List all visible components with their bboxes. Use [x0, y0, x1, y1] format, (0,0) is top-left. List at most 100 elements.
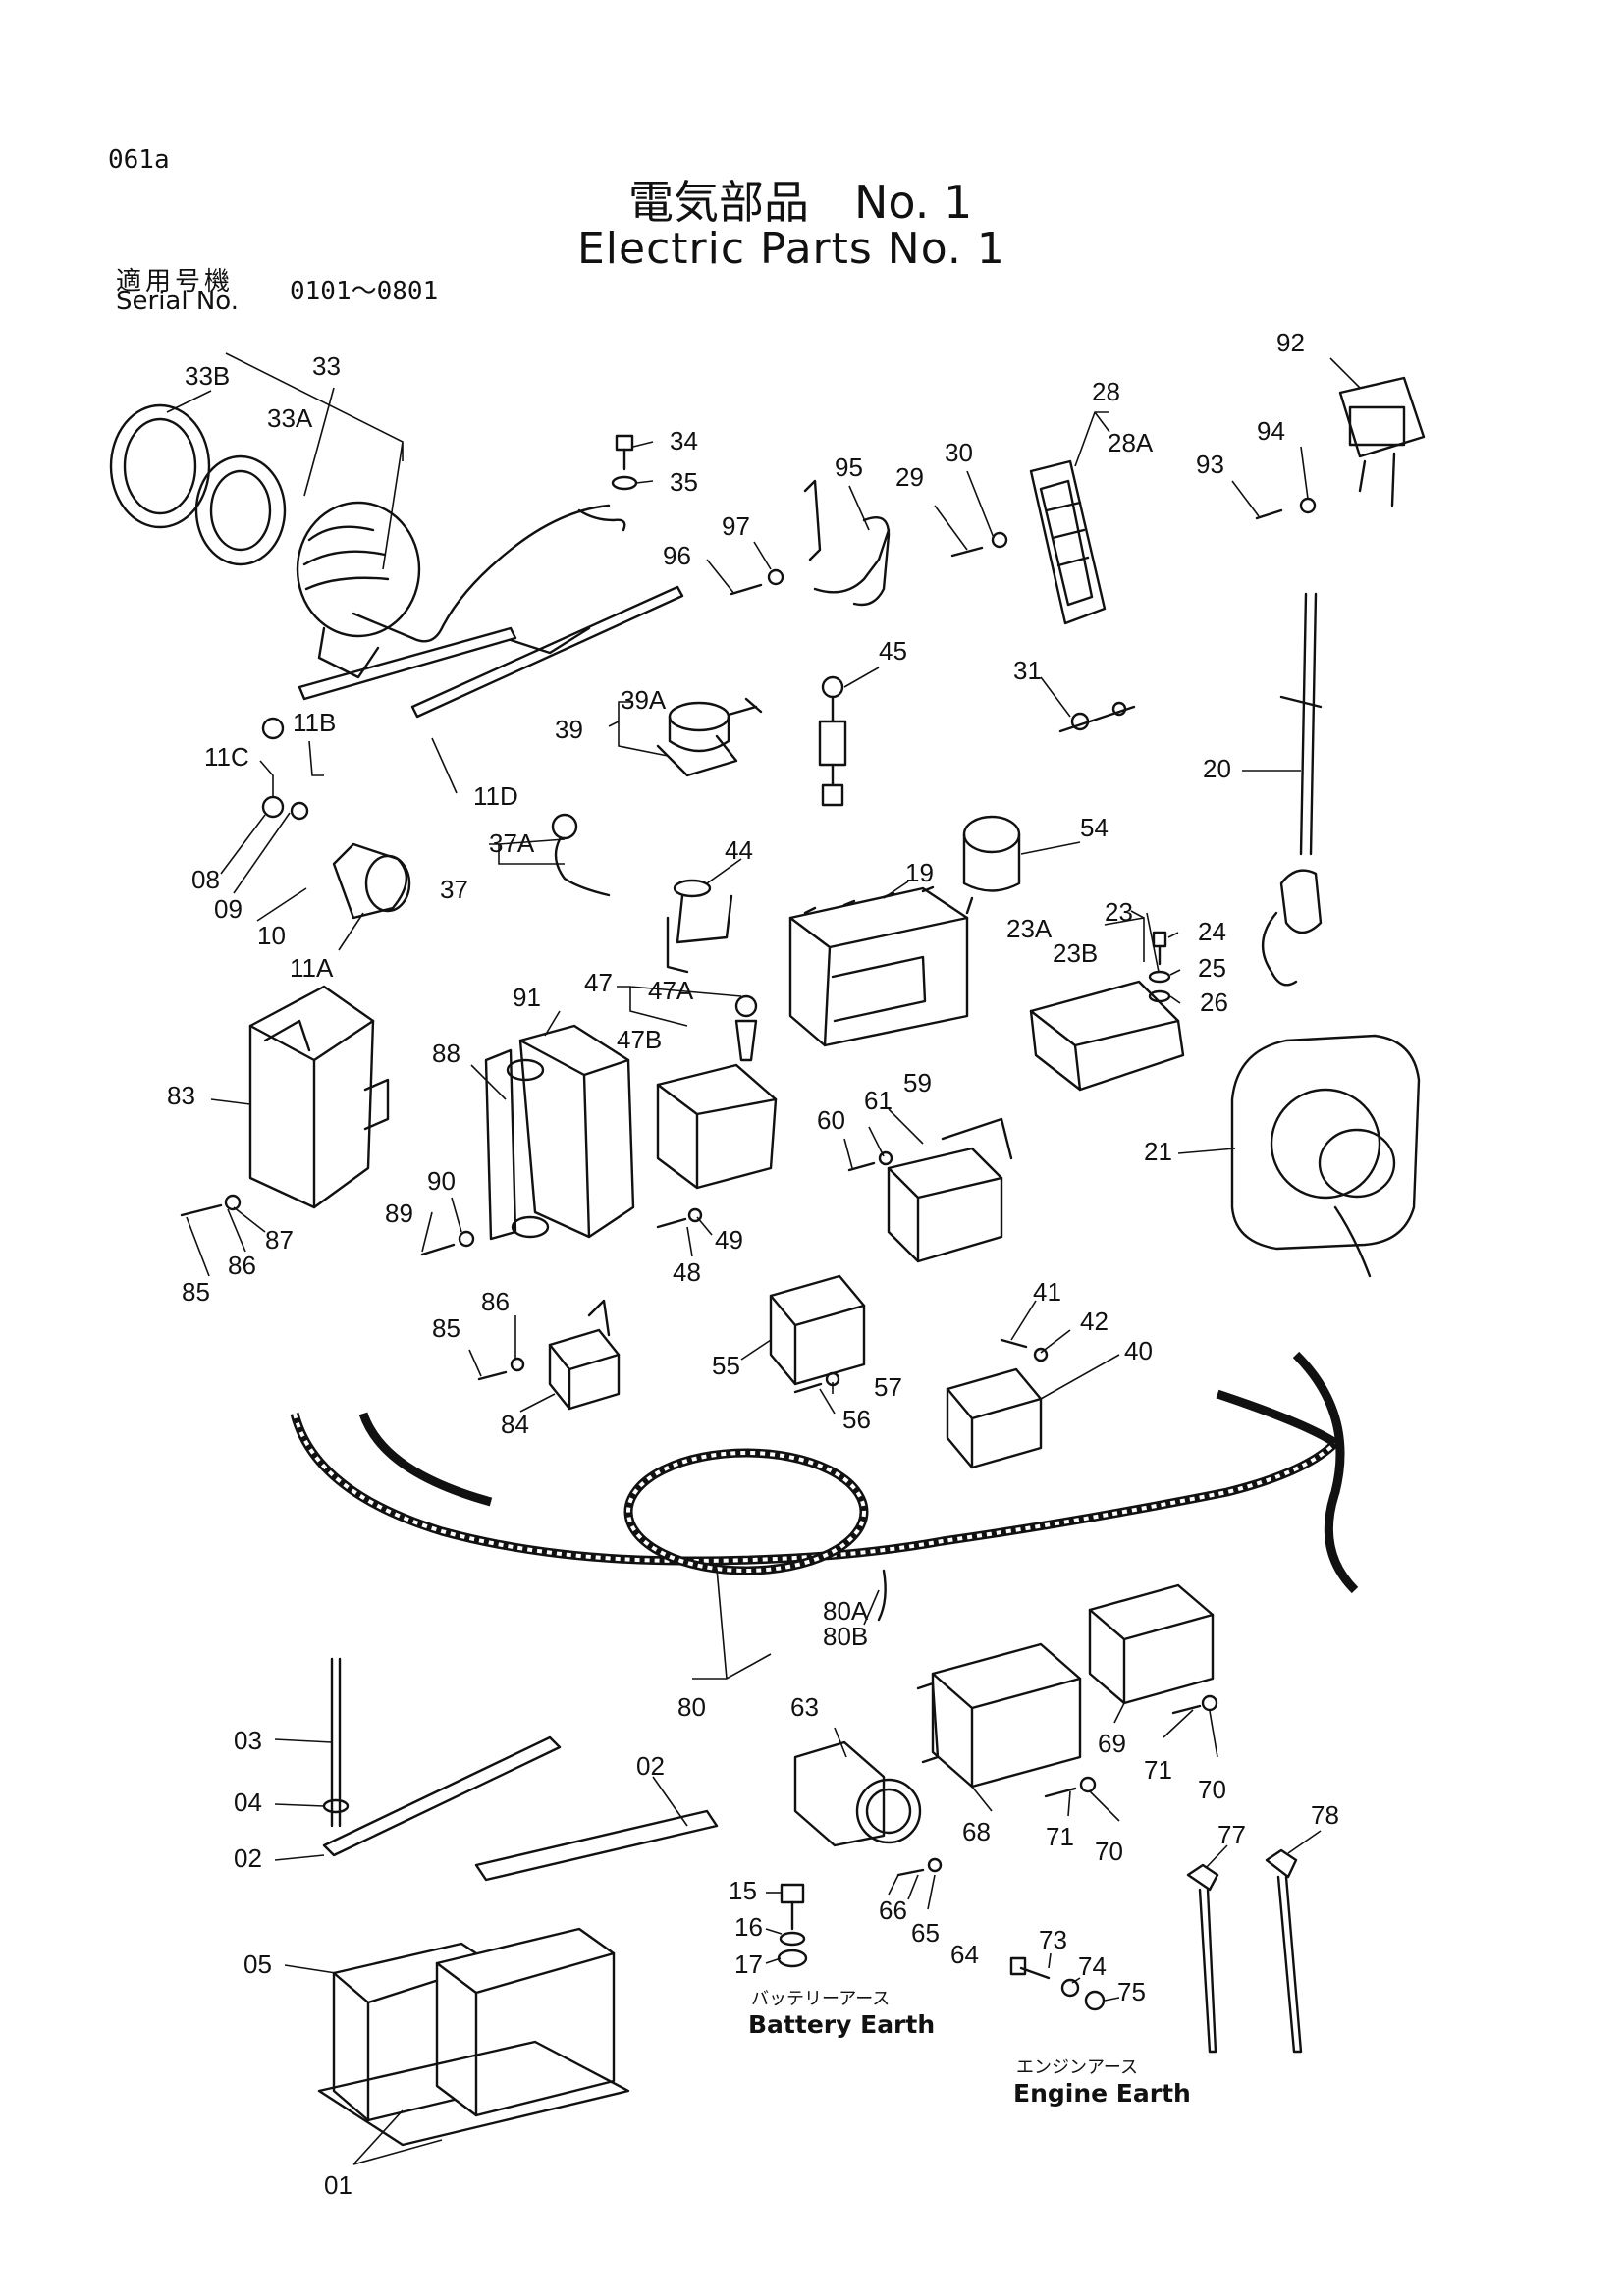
callout-48: 48: [673, 1257, 701, 1287]
starter-relay-63-drawing: [793, 1740, 943, 1877]
callout-33A: 33A: [267, 403, 313, 433]
callout-93: 93: [1196, 450, 1224, 479]
callout-61: 61: [864, 1086, 893, 1115]
callout-47: 47: [584, 968, 613, 997]
regulator-69-drawing: [1088, 1583, 1218, 1715]
callout-59: 59: [903, 1068, 932, 1097]
callout-86-cover: 86: [228, 1251, 256, 1280]
callout-26: 26: [1200, 988, 1228, 1017]
callout-80A: 80A: [823, 1596, 869, 1626]
engine-earth-caption-jp: エンジンアース: [1016, 2057, 1139, 2078]
callout-01: 01: [324, 2170, 352, 2200]
callout-37: 37: [440, 875, 468, 904]
callout-78: 78: [1311, 1800, 1339, 1830]
callout-56: 56: [842, 1405, 871, 1434]
callout-70-upper: 70: [1198, 1775, 1226, 1804]
gauge-54-drawing: [962, 815, 1021, 915]
callout-73: 73: [1039, 1925, 1067, 1954]
callout-23B: 23B: [1053, 938, 1098, 968]
page-code: 061a: [108, 145, 170, 175]
wiper-assembly-drawing: [261, 585, 684, 920]
callout-77: 77: [1217, 1820, 1246, 1849]
callout-80: 80: [677, 1692, 706, 1722]
callout-66: 66: [879, 1896, 907, 1925]
callout-30: 30: [945, 438, 973, 467]
callout-28A: 28A: [1108, 428, 1154, 457]
cable-ties-drawing: [1186, 1848, 1303, 2054]
callout-09: 09: [214, 894, 243, 924]
lamp-28-drawing: [950, 459, 1107, 625]
callout-95: 95: [835, 453, 863, 482]
control-unit-23-drawing: [1029, 931, 1185, 1092]
callout-60: 60: [817, 1105, 845, 1135]
callout-10: 10: [257, 921, 286, 950]
leader-lines: [166, 352, 1361, 2165]
callout-11A: 11A: [290, 953, 334, 983]
callout-75: 75: [1117, 1977, 1146, 2006]
callout-65: 65: [911, 1918, 940, 1948]
engine-earth-bolt-drawing: [1009, 1956, 1106, 2011]
callout-19: 19: [905, 858, 934, 887]
callout-89: 89: [385, 1199, 413, 1228]
callout-94: 94: [1257, 416, 1285, 446]
callout-29: 29: [895, 462, 924, 492]
antenna-20-drawing: [1261, 592, 1323, 987]
callout-15: 15: [729, 1876, 757, 1905]
relay-holder-47-drawing: [656, 994, 778, 1229]
relay-59-drawing: [847, 1117, 1013, 1263]
bracket-91-drawing: [420, 1024, 635, 1256]
switch-31-drawing: [1058, 701, 1136, 733]
callout-08: 08: [191, 865, 220, 894]
callout-39A: 39A: [621, 685, 667, 715]
callout-35: 35: [670, 467, 698, 497]
callout-45: 45: [879, 636, 907, 666]
callout-39: 39: [555, 715, 583, 744]
callout-04: 04: [234, 1788, 262, 1817]
callout-87: 87: [265, 1225, 294, 1255]
wire-harness-80-drawing: [290, 1351, 1359, 1622]
callout-74: 74: [1078, 1951, 1107, 1981]
callout-91: 91: [513, 983, 541, 1012]
title-english: Electric Parts No. 1: [577, 224, 1005, 274]
callout-71-lower: 71: [1046, 1822, 1074, 1851]
callout-85-cover: 85: [182, 1277, 210, 1307]
callout-37A: 37A: [489, 828, 535, 858]
callout-63: 63: [790, 1692, 819, 1722]
flasher-92-drawing: [1255, 376, 1426, 520]
callout-54: 54: [1080, 813, 1109, 842]
battery-earth-caption: Battery Earth: [748, 2010, 936, 2039]
callout-34: 34: [670, 426, 698, 455]
callout-90: 90: [427, 1166, 456, 1196]
battery-earth-caption-jp: バッテリーアース: [751, 1989, 891, 2009]
work-lamp-drawing: [109, 403, 611, 679]
cover-83-drawing: [180, 985, 390, 1217]
callout-02-bottom: 02: [234, 1843, 262, 1873]
callout-47B: 47B: [617, 1025, 662, 1054]
callout-42: 42: [1080, 1307, 1109, 1336]
callout-44: 44: [725, 835, 753, 865]
callout-11C: 11C: [204, 742, 249, 772]
callout-85-relay: 85: [432, 1313, 460, 1343]
callout-41: 41: [1033, 1277, 1061, 1307]
relay-84-drawing: [477, 1299, 621, 1411]
title-japanese: 電気部品 No. 1: [628, 176, 973, 229]
fuse-45-drawing: [818, 675, 847, 807]
callout-57: 57: [874, 1372, 902, 1402]
callout-23: 23: [1105, 897, 1133, 927]
battery-19-drawing: [788, 885, 969, 1047]
relay-55-drawing: [769, 1274, 866, 1394]
regulator-68-drawing: [916, 1642, 1097, 1798]
callout-86-relay: 86: [481, 1287, 510, 1316]
callout-05: 05: [243, 1949, 272, 1979]
callout-55: 55: [712, 1351, 740, 1380]
callout-17: 17: [734, 1949, 763, 1979]
callout-88: 88: [432, 1039, 460, 1068]
callout-labels: 33B 33 33A 34 35 95 97 96 29 30 28 28A 9…: [167, 328, 1339, 2200]
battery-earth-bolt-drawing: [777, 1883, 808, 1968]
bracket-95-drawing: [730, 479, 891, 607]
callout-21: 21: [1144, 1137, 1172, 1166]
callout-20: 20: [1203, 754, 1231, 783]
callout-64: 64: [950, 1940, 979, 1969]
